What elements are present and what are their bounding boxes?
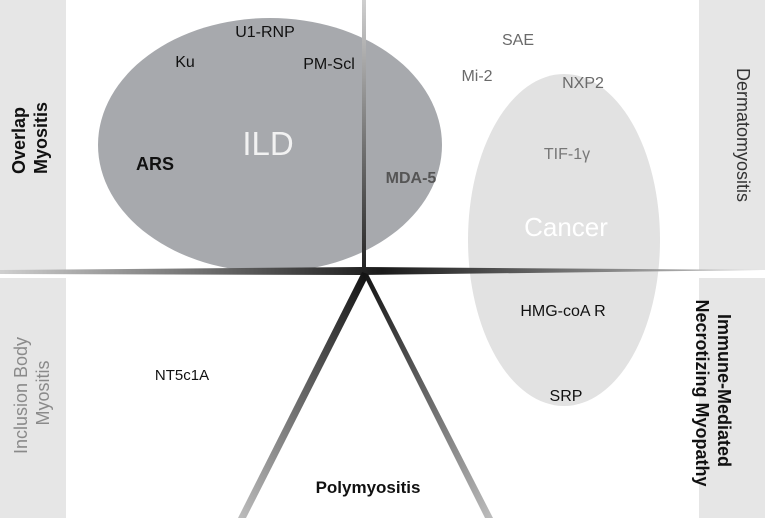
imnm-panel bbox=[699, 278, 765, 518]
vertical-divider bbox=[362, 0, 366, 272]
sae-label: SAE bbox=[502, 32, 534, 49]
imnm-label: Immune-Mediated Necrotizing Myopathy bbox=[692, 299, 734, 486]
horizontal-divider bbox=[0, 267, 765, 275]
tif1g-label: TIF-1γ bbox=[544, 146, 590, 163]
ild-label: ILD bbox=[242, 125, 293, 162]
inclusion-body-label: Inclusion Body Myositis bbox=[11, 332, 53, 454]
srp-label: SRP bbox=[550, 388, 583, 405]
ars-label: ARS bbox=[136, 154, 174, 174]
ild-region bbox=[98, 18, 442, 272]
polymyositis-left-edge bbox=[238, 272, 367, 518]
polymyositis-right-edge bbox=[362, 272, 493, 518]
cancer-label: Cancer bbox=[524, 212, 608, 242]
overlap-panel bbox=[0, 0, 66, 270]
u1-rnp-label: U1-RNP bbox=[235, 24, 295, 41]
cancer-region bbox=[468, 74, 660, 406]
dermato-panel bbox=[699, 0, 765, 270]
mda5-label: MDA-5 bbox=[386, 170, 437, 187]
nt5c1a-label: NT5c1A bbox=[155, 367, 209, 384]
hmgcoa-r-label: HMG-coA R bbox=[520, 303, 605, 320]
mi2-label: Mi-2 bbox=[461, 68, 492, 85]
inclusion-panel bbox=[0, 278, 66, 518]
ku-label: Ku bbox=[175, 54, 195, 71]
pm-scl-label: PM-Scl bbox=[303, 56, 355, 73]
dermatomyositis-label: Dermatomyositis bbox=[733, 68, 753, 202]
polymyositis-label: Polymyositis bbox=[316, 478, 421, 497]
nxp2-label: NXP2 bbox=[562, 75, 604, 92]
overlap-myositis-label: Overlap Myositis bbox=[9, 102, 51, 174]
